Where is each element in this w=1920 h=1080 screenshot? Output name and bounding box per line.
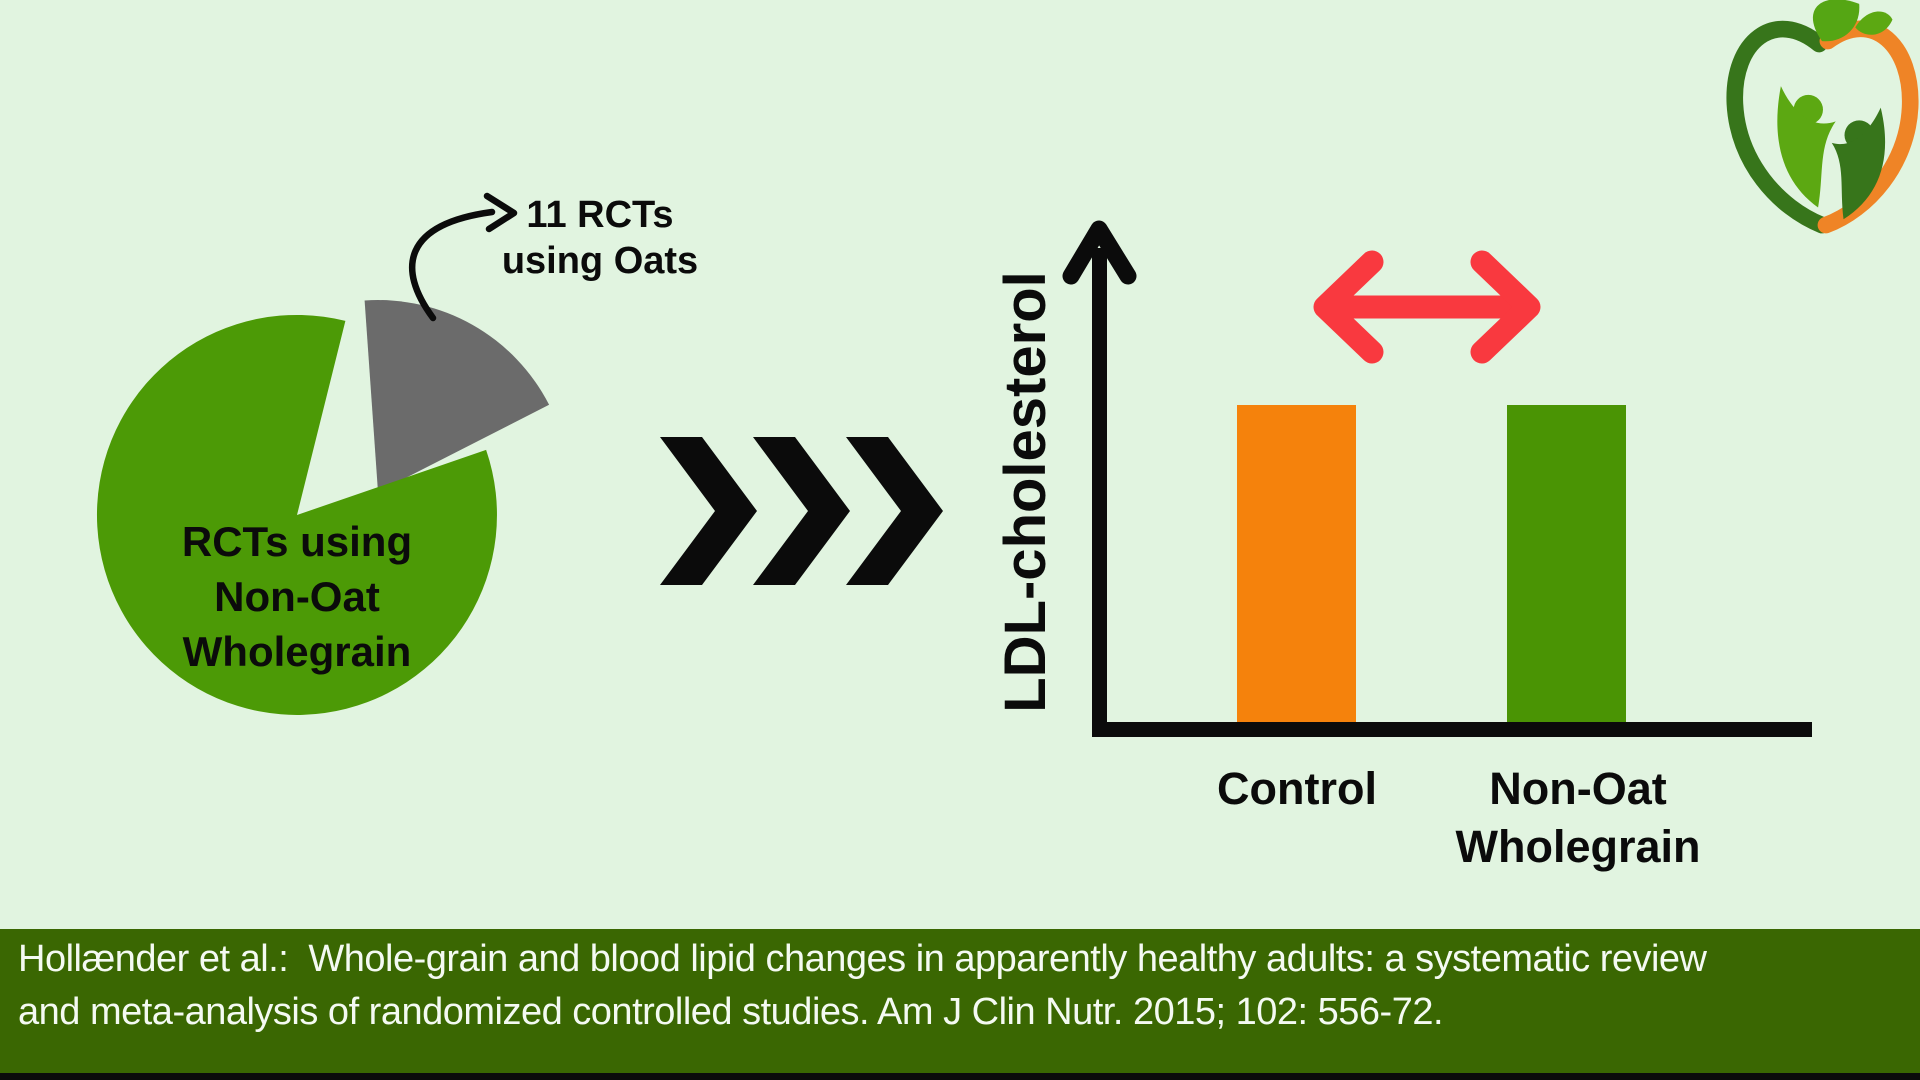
x-category-control: Control (1217, 763, 1377, 814)
pie-inner-label: RCTs using Non-Oat Wholegrain (87, 514, 507, 679)
x-category-nonoat-wholegrain: Non-Oat Wholegrain (1418, 760, 1738, 876)
apple-people-nutrition-logo (1726, 0, 1919, 234)
citation-line1: Hollænder et al.: Whole-grain and blood … (18, 938, 1707, 980)
pie-callout-label: 11 RCTs using Oats (470, 192, 730, 284)
citation-line2: and meta-analysis of randomized controll… (18, 991, 1444, 1033)
logo-figure1-body (1777, 86, 1836, 208)
pie-inner-label-line2: Non-Oat (214, 573, 380, 620)
pie-callout-line2: using Oats (501, 240, 699, 282)
logo-figure2-body (1831, 107, 1886, 220)
bar-non-oat-wholegrain (1507, 405, 1626, 722)
pie-inner-label-line1: RCTs using (181, 518, 413, 565)
bottom-edge-strip (0, 1073, 1920, 1080)
logo-apple-left-outline (1726, 20, 1831, 234)
citation-footer: Hollænder et al.: Whole-grain and blood … (0, 929, 1920, 1080)
pie-slice-oats (364, 300, 550, 492)
x-category-nonoat-line1: Non-Oat (1489, 763, 1667, 814)
y-axis-line (1092, 248, 1107, 737)
logo-leaf-small (1855, 11, 1893, 35)
pie-callout-line1: 11 RCTs (526, 194, 674, 236)
up-arrow-axis-icon (1062, 220, 1137, 285)
logo-leaf-large (1812, 0, 1860, 42)
x-axis-line (1092, 722, 1812, 737)
y-axis-label: LDL-cholesterol (993, 271, 1058, 713)
pie-inner-label-line3: Wholegrain (182, 628, 412, 675)
x-category-nonoat-line2: Wholegrain (1455, 821, 1701, 872)
bar-control (1237, 405, 1356, 722)
pie-slice-non-oat-wholegrain (96, 314, 497, 715)
